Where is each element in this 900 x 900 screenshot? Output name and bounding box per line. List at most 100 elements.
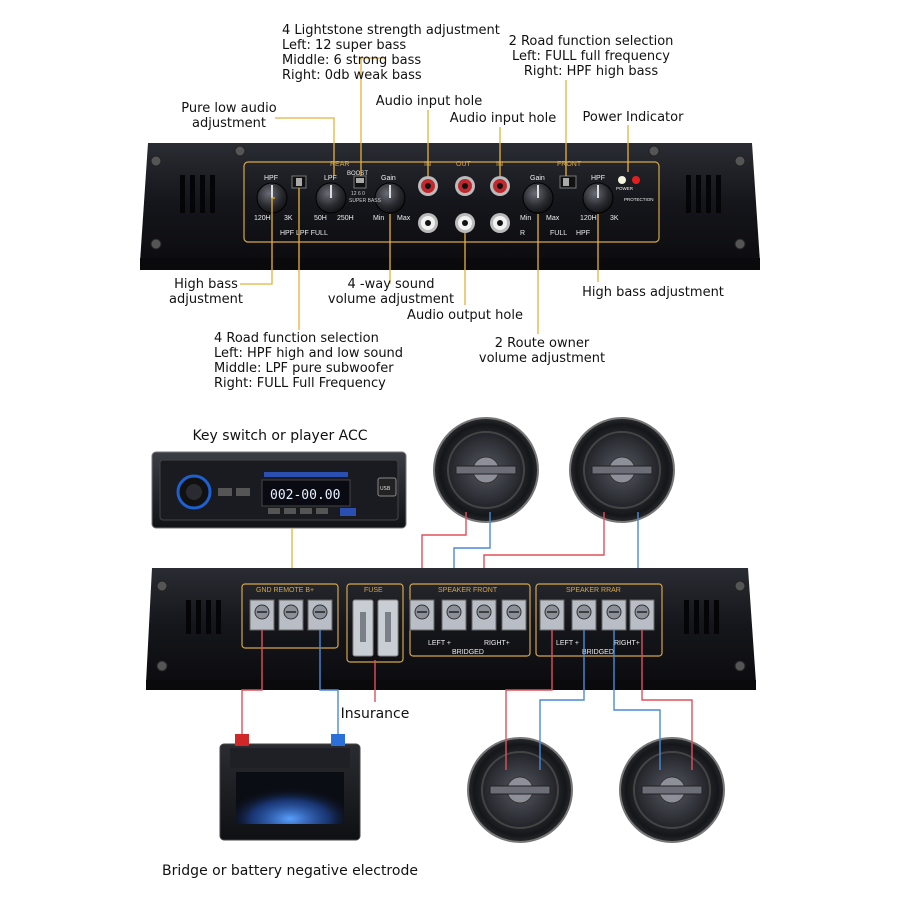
speaker-1 — [433, 417, 539, 523]
hu-button[interactable] — [236, 488, 250, 496]
rca-in-white[interactable] — [418, 213, 438, 233]
annotation-4road-select: 4 Road function selection Left: HPF high… — [214, 331, 404, 391]
hu-button[interactable] — [316, 508, 328, 514]
label-hpf: HPF — [264, 175, 278, 182]
hu-button[interactable] — [218, 488, 232, 496]
terminal-screw[interactable] — [539, 599, 565, 631]
annotation-volume-4way: 4 -way sound volume adjustment — [327, 277, 455, 307]
sd-slot — [340, 508, 356, 516]
protection-led — [632, 176, 640, 184]
label-max2: Max — [546, 215, 560, 222]
label-left-plus2: LEFT + — [556, 640, 579, 647]
usb-port[interactable] — [377, 477, 397, 497]
hu-button[interactable] — [268, 508, 280, 514]
label-right-plus2: RIGHT+ — [614, 640, 640, 647]
terminal-screw[interactable] — [571, 599, 597, 631]
label-left-plus: LEFT + — [428, 640, 451, 647]
label-max: Max — [397, 215, 411, 222]
label-rear: REAR — [330, 161, 349, 168]
rca-out-white[interactable] — [455, 213, 475, 233]
hu-button[interactable] — [300, 508, 312, 514]
annotation-high-bass-right: High bass adjustment — [582, 285, 724, 300]
terminal-screw[interactable] — [471, 599, 497, 631]
usb-label: USB — [380, 486, 391, 492]
label-120h2: 120H — [580, 215, 597, 222]
label-fuse: FUSE — [364, 587, 383, 594]
annotation-2route-volume: 2 Route owner volume adjustment — [478, 336, 606, 366]
label-speaker-front: SPEAKER FRONT — [438, 587, 498, 594]
switch-2road[interactable] — [559, 175, 577, 189]
battery-negative-terminal[interactable] — [331, 734, 345, 746]
switch-4road[interactable] — [291, 175, 307, 189]
knob-hpf-front[interactable] — [582, 182, 614, 214]
label-bridged2: BRIDGED — [582, 649, 614, 656]
battery-positive-terminal[interactable] — [235, 734, 249, 746]
speaker-4 — [619, 737, 725, 843]
rca-in2-white[interactable] — [490, 213, 510, 233]
label-250h: 250H — [337, 215, 354, 222]
annotation-audio-out: Audio output hole — [407, 308, 523, 323]
label-50h: 50H — [314, 215, 327, 222]
label-boost-sub: SUPER BASS — [349, 198, 382, 204]
leader-lines-top — [240, 57, 629, 334]
label-3k: 3K — [284, 215, 293, 222]
rca-in2-red[interactable] — [490, 176, 510, 196]
annotation-audio-in-2: Audio input hole — [449, 111, 557, 126]
label-min: Min — [373, 215, 384, 222]
annotation-pure-low: Pure low audio adjustment — [181, 101, 277, 131]
hu-button[interactable] — [284, 508, 296, 514]
terminal-screw[interactable] — [629, 599, 655, 631]
annotation-2road-select: 2 Road function selection Left: FULL ful… — [508, 34, 674, 79]
terminals — [249, 599, 655, 631]
label-front: FRONT — [557, 161, 582, 168]
wires-bottom-speakers — [505, 630, 693, 770]
annotation-high-bass-left: High bass adjustment — [169, 277, 243, 307]
head-unit: 002-00.00 USB — [151, 451, 407, 529]
power-led — [618, 176, 626, 184]
label-protection: PROTECTION — [624, 197, 654, 202]
knob-gain-front[interactable] — [522, 182, 554, 214]
label-bridged: BRIDGED — [452, 649, 484, 656]
label-power: POWER — [616, 186, 634, 191]
annotation-lightstone: 4 Lightstone strength adjustment Left: 1… — [282, 23, 500, 83]
switch-boost[interactable] — [353, 175, 367, 189]
label-r: R — [520, 230, 525, 237]
label-out: OUT — [456, 161, 472, 168]
amp-top: REAR IN OUT IN FRONT BOOST 12 6 0 SUPER … — [140, 143, 760, 270]
label-boost-marks: 12 6 0 — [351, 191, 365, 197]
label-speaker-rear: SPEAKER RRAR — [566, 587, 621, 594]
label-lpf: LPF — [324, 175, 337, 182]
rca-out-red[interactable] — [455, 176, 475, 196]
label-gain: Gain — [381, 175, 396, 182]
speakers — [433, 417, 725, 843]
label-120h: 120H — [254, 215, 271, 222]
label-right-plus: RIGHT+ — [484, 640, 510, 647]
terminal-screw[interactable] — [249, 599, 275, 631]
head-unit-title: Key switch or player ACC — [192, 428, 368, 444]
terminal-screw[interactable] — [441, 599, 467, 631]
label-battery: Bridge or battery negative electrode — [162, 863, 418, 879]
wires-power — [241, 630, 376, 742]
rca-in-red[interactable] — [418, 176, 438, 196]
label-min2: Min — [520, 215, 531, 222]
lcd-display: 002-00.00 — [270, 488, 340, 503]
knob-gain-rear[interactable] — [374, 182, 406, 214]
label-boost: BOOST — [347, 171, 368, 177]
terminal-screw[interactable] — [601, 599, 627, 631]
knob-lpf[interactable] — [315, 182, 347, 214]
annotation-audio-in-1: Audio input hole — [375, 94, 483, 109]
label-full: FULL — [550, 230, 567, 237]
label-hpf2: HPF — [591, 175, 605, 182]
speaker-2 — [569, 417, 675, 523]
label-hpf3: HPF — [576, 230, 590, 237]
terminal-screw[interactable] — [278, 599, 304, 631]
label-switch: HPF LPF FULL — [280, 230, 328, 237]
label-gnd-remote: GND REMOTE B+ — [256, 587, 314, 594]
battery — [219, 734, 361, 841]
terminal-screw[interactable] — [501, 599, 527, 631]
label-insurance: Insurance — [340, 706, 410, 722]
terminal-screw[interactable] — [307, 599, 333, 631]
terminal-screw[interactable] — [409, 599, 435, 631]
speaker-3 — [467, 737, 573, 843]
